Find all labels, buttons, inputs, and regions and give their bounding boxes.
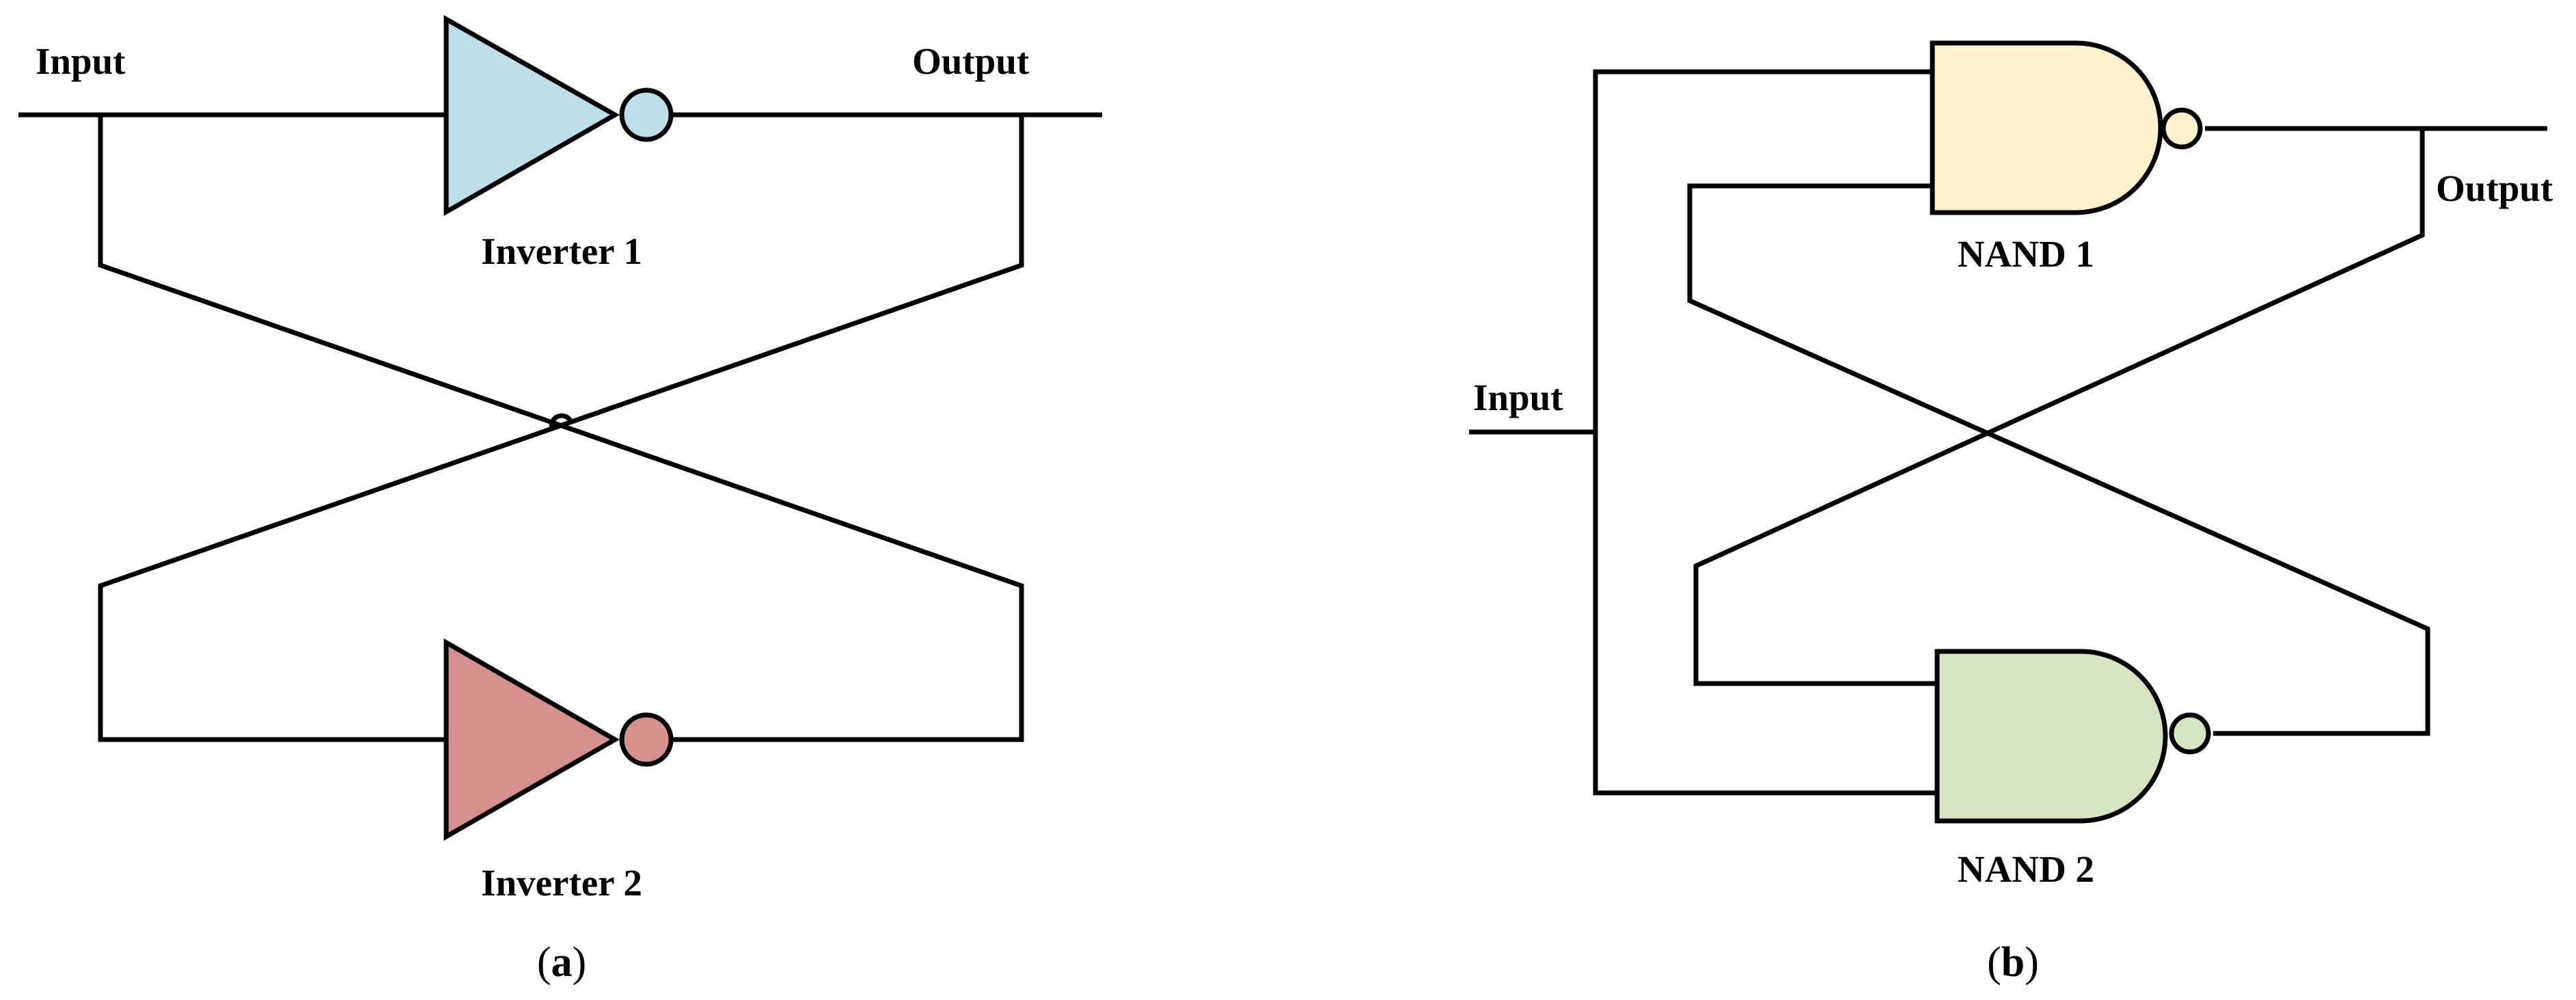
panel-b-output-tap: [1693, 129, 2425, 686]
inverter-1-label: Inverter 1: [481, 230, 642, 272]
panel-b: Input Output NAND 1 NAND 2 (b): [1469, 40, 2553, 986]
panel-a-crossover-hop: [549, 413, 574, 431]
nand-2: [1934, 649, 2211, 824]
nand-2-body: [1934, 649, 2168, 824]
inverter-1-body: [443, 14, 620, 217]
panel-a: Input Output Inverter 1 Inverter 2 (a): [18, 14, 1102, 986]
panel-a-output-label: Output: [912, 40, 1030, 82]
nand-1-bubble: [2161, 107, 2203, 150]
panel-a-cross-wire-1: [98, 115, 1024, 742]
inverter-2-body: [443, 638, 620, 841]
panel-b-caption-close: ): [2025, 939, 2039, 986]
inverter-2-bubble: [619, 712, 674, 767]
nand-2-bubble: [2169, 712, 2211, 755]
inverter-2: [443, 638, 674, 841]
nand-2-label: NAND 2: [1958, 848, 2094, 890]
nand-1-label: NAND 1: [1958, 233, 2094, 275]
panel-a-cross-wire-2: [98, 115, 1024, 742]
panel-a-wires: [18, 112, 1102, 742]
panel-b-feedback-wire: [1687, 183, 2430, 736]
nand-1-body: [1930, 40, 2163, 215]
inverter-1: [443, 14, 674, 217]
inverter-1-bubble: [619, 87, 674, 142]
inverter-2-label: Inverter 2: [481, 862, 642, 904]
panel-b-wires: [1469, 69, 2547, 796]
panel-a-caption-letter: a: [551, 939, 573, 986]
panel-b-output-label: Output: [2436, 167, 2553, 209]
panel-b-caption-letter: b: [2001, 939, 2025, 986]
panel-a-caption-close: ): [573, 939, 587, 986]
panel-b-caption-open: (: [1987, 939, 2001, 986]
panel-a-caption: (a): [537, 939, 586, 986]
panel-b-input-label: Input: [1473, 377, 1563, 418]
panel-b-input-bus: [1593, 69, 1937, 796]
nand-1: [1930, 40, 2203, 215]
panel-a-caption-open: (: [537, 939, 551, 986]
panel-b-caption: (b): [1987, 939, 2039, 986]
panel-a-input-label: Input: [36, 40, 126, 82]
